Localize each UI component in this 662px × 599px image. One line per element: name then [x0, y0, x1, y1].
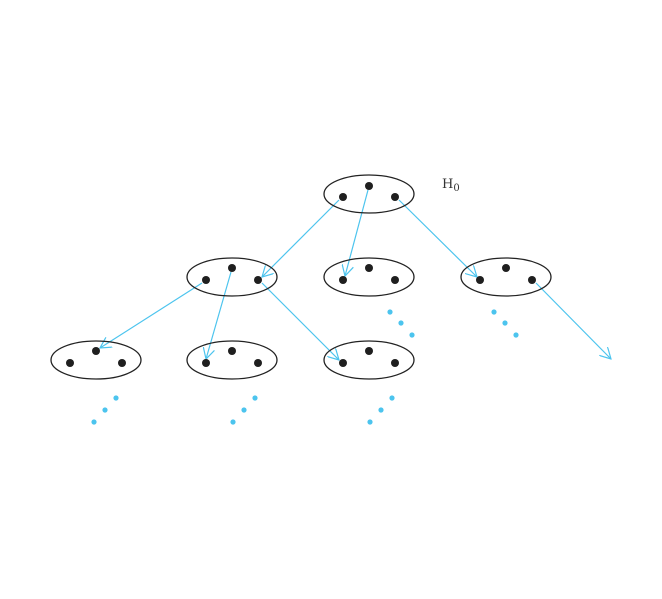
- ellipsis-dot: [113, 395, 119, 401]
- edge-arrow-root-to-l1-left: [262, 199, 340, 277]
- nodes-layer: [50, 174, 552, 380]
- node-l2-mid: [186, 340, 278, 380]
- node-point: [202, 276, 210, 284]
- node-point: [339, 359, 347, 367]
- node-point: [339, 193, 347, 201]
- ellipsis-dot: [230, 419, 236, 425]
- root-label-main: H: [442, 177, 454, 192]
- node-l1-left: [186, 257, 278, 297]
- node-point: [502, 264, 510, 272]
- node-point: [365, 264, 373, 272]
- continuation-dots-l1-right: [491, 309, 519, 338]
- node-point: [391, 276, 399, 284]
- node-point: [365, 347, 373, 355]
- node-point: [228, 347, 236, 355]
- ellipsis-dot: [491, 309, 497, 315]
- ellipsis-dot: [91, 419, 97, 425]
- node-ellipse: [323, 340, 415, 380]
- node-point: [476, 276, 484, 284]
- node-l1-right: [460, 257, 552, 297]
- node-point: [391, 193, 399, 201]
- ellipsis-dot: [513, 332, 519, 338]
- node-ellipse: [186, 257, 278, 297]
- ellipsis-dot: [378, 407, 384, 413]
- ellipsis-dot: [387, 309, 393, 315]
- edge-arrow-l1-right-to-offscreen: [535, 282, 611, 359]
- root-label-h0: H0: [442, 178, 460, 194]
- edge-arrow-root-to-l1-right: [398, 199, 477, 277]
- node-point: [339, 276, 347, 284]
- node-l2-right: [323, 340, 415, 380]
- node-ellipse: [460, 257, 552, 297]
- ellipsis-dot: [102, 407, 108, 413]
- node-ellipse: [186, 340, 278, 380]
- node-point: [66, 359, 74, 367]
- continuation-dots-l2-mid: [230, 395, 258, 425]
- node-l2-left: [50, 340, 142, 380]
- ellipsis-dot: [389, 395, 395, 401]
- node-point: [228, 264, 236, 272]
- node-point: [118, 359, 126, 367]
- continuations-layer: [91, 309, 519, 425]
- ellipsis-dot: [398, 320, 404, 326]
- edges-layer: [100, 189, 611, 360]
- node-root: [323, 174, 415, 214]
- node-l1-mid: [323, 257, 415, 297]
- node-point: [391, 359, 399, 367]
- continuation-dots-l2-left: [91, 395, 119, 425]
- edge-arrow-l1-left-to-l2-right: [261, 282, 339, 360]
- node-point: [254, 359, 262, 367]
- edge-arrow-l1-left-to-l2-mid: [206, 271, 232, 359]
- edge-arrow-l1-left-to-l2-left: [100, 282, 203, 348]
- node-point: [202, 359, 210, 367]
- root-label-subscript: 0: [453, 183, 460, 194]
- ellipsis-dot: [241, 407, 247, 413]
- ellipsis-dot: [252, 395, 258, 401]
- node-point: [528, 276, 536, 284]
- node-ellipse: [323, 174, 415, 214]
- node-ellipse: [50, 340, 142, 380]
- node-point: [92, 347, 100, 355]
- ellipsis-dot: [409, 332, 415, 338]
- ellipsis-dot: [367, 419, 373, 425]
- edge-arrow-root-to-l1-mid: [345, 189, 369, 276]
- node-ellipse: [323, 257, 415, 297]
- node-point: [254, 276, 262, 284]
- continuation-dots-l2-right: [367, 395, 395, 425]
- ellipsis-dot: [502, 320, 508, 326]
- node-point: [365, 182, 373, 190]
- continuation-dots-l1-mid: [387, 309, 415, 338]
